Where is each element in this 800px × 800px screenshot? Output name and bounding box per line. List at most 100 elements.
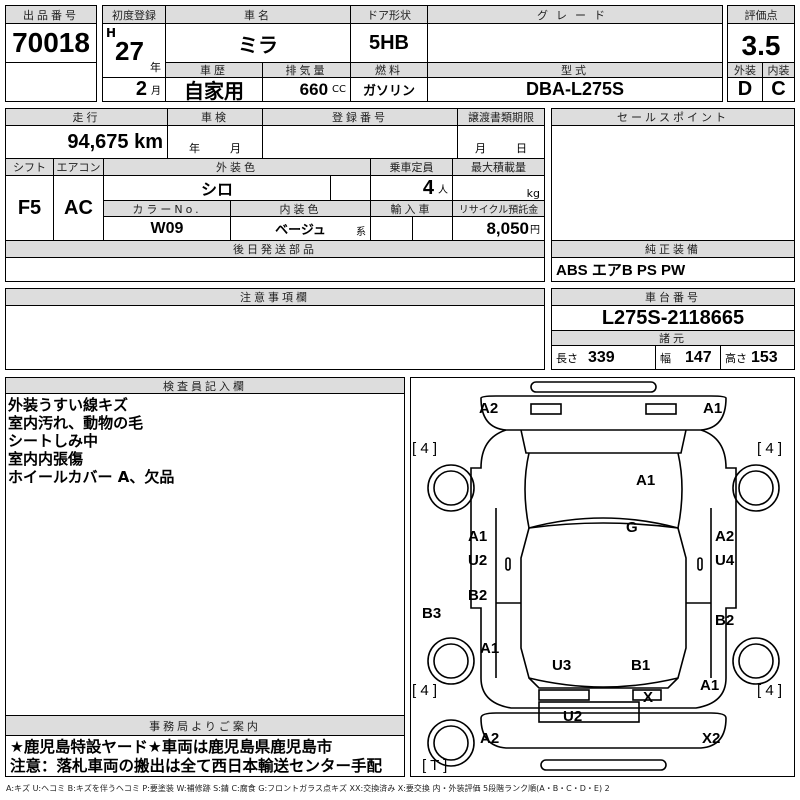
tire-mark: [ 4 ] <box>412 682 438 699</box>
history: 自家用 <box>165 77 263 102</box>
int-label: 内装 <box>762 62 795 78</box>
capacity-unit: 人 <box>438 184 448 196</box>
height-label: 高さ <box>725 351 747 365</box>
color-no-label: カラーNo. <box>103 200 231 217</box>
spare-tire-mark: [ T ] <box>422 757 448 774</box>
damage-mark: A1 <box>703 400 723 417</box>
model-label: 型式 <box>427 62 723 78</box>
inspector-label: 検査員記入欄 <box>5 377 405 394</box>
door-type: 5HB <box>350 23 428 63</box>
car-outline-icon <box>427 381 780 771</box>
shift: F5 <box>5 175 54 241</box>
color-no: W09 <box>103 216 231 241</box>
damage-mark: U2 <box>468 552 488 569</box>
damage-diagram <box>410 377 795 777</box>
inspector-notes: 外装うすい線キズ 室内汚れ、動物の毛 シートしみ中 室内内張傷 ホイールカバー … <box>8 396 174 486</box>
damage-mark: A2 <box>479 400 499 417</box>
office-label: 事務局よりご案内 <box>5 715 405 736</box>
damage-mark: A1 <box>468 528 488 545</box>
era: H <box>106 26 117 40</box>
score-label: 評価点 <box>727 5 795 24</box>
grade <box>427 23 723 63</box>
caution <box>5 305 545 370</box>
interior-color: ベージュ系 <box>230 216 371 241</box>
import-cell <box>412 216 453 241</box>
ext-grade: D <box>727 77 763 102</box>
damage-mark: U3 <box>552 657 572 674</box>
height: 高さ 153 <box>720 345 795 370</box>
transfer-day: 日 <box>516 142 527 155</box>
transfer-month: 月 <box>475 142 486 155</box>
displacement-value: 660 <box>299 79 329 99</box>
tire-mark: [ 4 ] <box>757 440 783 457</box>
damage-mark: A2 <box>480 730 500 747</box>
door-label: ドア形状 <box>350 5 428 24</box>
history-label: 車歴 <box>165 62 263 78</box>
damage-mark: X2 <box>702 730 721 747</box>
lot-label: 出品番号 <box>5 5 97 24</box>
transfer-label: 譲渡書類期限 <box>457 108 545 126</box>
mileage-label: 走行 <box>5 108 168 126</box>
color-label: 外装色 <box>103 158 371 176</box>
note: 室内内張傷 <box>8 450 84 468</box>
length-label: 長さ <box>556 351 578 365</box>
import-label: 輸入車 <box>370 200 453 217</box>
equipment: ABS エアB PS PW <box>551 257 795 282</box>
color: シロ <box>103 175 331 201</box>
interior-label: 内装色 <box>230 200 371 217</box>
damage-mark: G <box>626 519 638 536</box>
damage-mark: A2 <box>715 528 735 545</box>
year-unit: 年 <box>150 61 161 74</box>
plate-label: 登録番号 <box>262 108 458 126</box>
int-grade: C <box>762 77 795 102</box>
fuel-label: 燃料 <box>350 62 428 78</box>
sales-point-label: セールスポイント <box>551 108 795 126</box>
chassis-number: L275S-2118665 <box>551 305 795 331</box>
damage-mark: A1 <box>700 677 720 694</box>
inspection-label: 車検 <box>167 108 263 126</box>
height-value: 153 <box>751 348 778 366</box>
damage-mark: B2 <box>715 612 735 629</box>
damage-mark: X <box>643 689 654 706</box>
shift-label: シフト <box>5 158 54 176</box>
interior-suffix: 系 <box>356 227 366 238</box>
capacity-label: 乗車定員 <box>370 158 453 176</box>
mileage: 94,675 km <box>5 125 168 159</box>
tire-mark: [ 4 ] <box>757 682 783 699</box>
office-notes: ★鹿児島特設ヤード★車両は鹿児島県鹿児島市 注意：落札車両の搬出は全て西日本輸送… <box>5 735 405 777</box>
inspection-date: 年月 <box>167 125 263 159</box>
score: 3.5 <box>727 23 795 63</box>
transfer-date: 月日 <box>457 125 545 159</box>
fuel: ガソリン <box>350 77 428 102</box>
length-value: 339 <box>588 348 615 366</box>
office-note: ★鹿児島特設ヤード★車両は鹿児島県鹿児島市 <box>10 738 333 756</box>
displacement-label: 排気量 <box>262 62 351 78</box>
car-name: ミラ <box>165 23 351 63</box>
legend: A:キズ U:ヘコミ B:キズを伴うヘコミ P:要塗装 W:補修跡 S:錆 C:… <box>6 784 610 793</box>
name-label: 車名 <box>165 5 351 24</box>
month: 2 <box>135 78 147 100</box>
load: kg <box>452 175 545 201</box>
year: 27 <box>115 36 144 66</box>
capacity-value: 4 <box>422 176 434 199</box>
model: DBA-L275S <box>427 77 723 102</box>
empty-cell <box>330 175 371 201</box>
note: 外装うすい線キズ <box>8 396 129 414</box>
note: ホイールカバー A、欠品 <box>8 468 175 486</box>
import-cell <box>370 216 413 241</box>
specs-label: 諸元 <box>551 330 795 346</box>
damage-mark: B1 <box>631 657 651 674</box>
ext-label: 外装 <box>727 62 763 78</box>
damage-mark: B3 <box>422 605 442 622</box>
recycle-value: 8,050 <box>486 218 529 238</box>
caution-label: 注意事項欄 <box>5 288 545 306</box>
tire-mark: [ 4 ] <box>412 440 438 457</box>
damage-mark: B2 <box>468 587 488 604</box>
office-note: 注意：落札車両の搬出は全て西日本輸送センター手配 <box>10 757 383 775</box>
length: 長さ 339 <box>551 345 656 370</box>
recycle-unit: 円 <box>530 225 540 236</box>
